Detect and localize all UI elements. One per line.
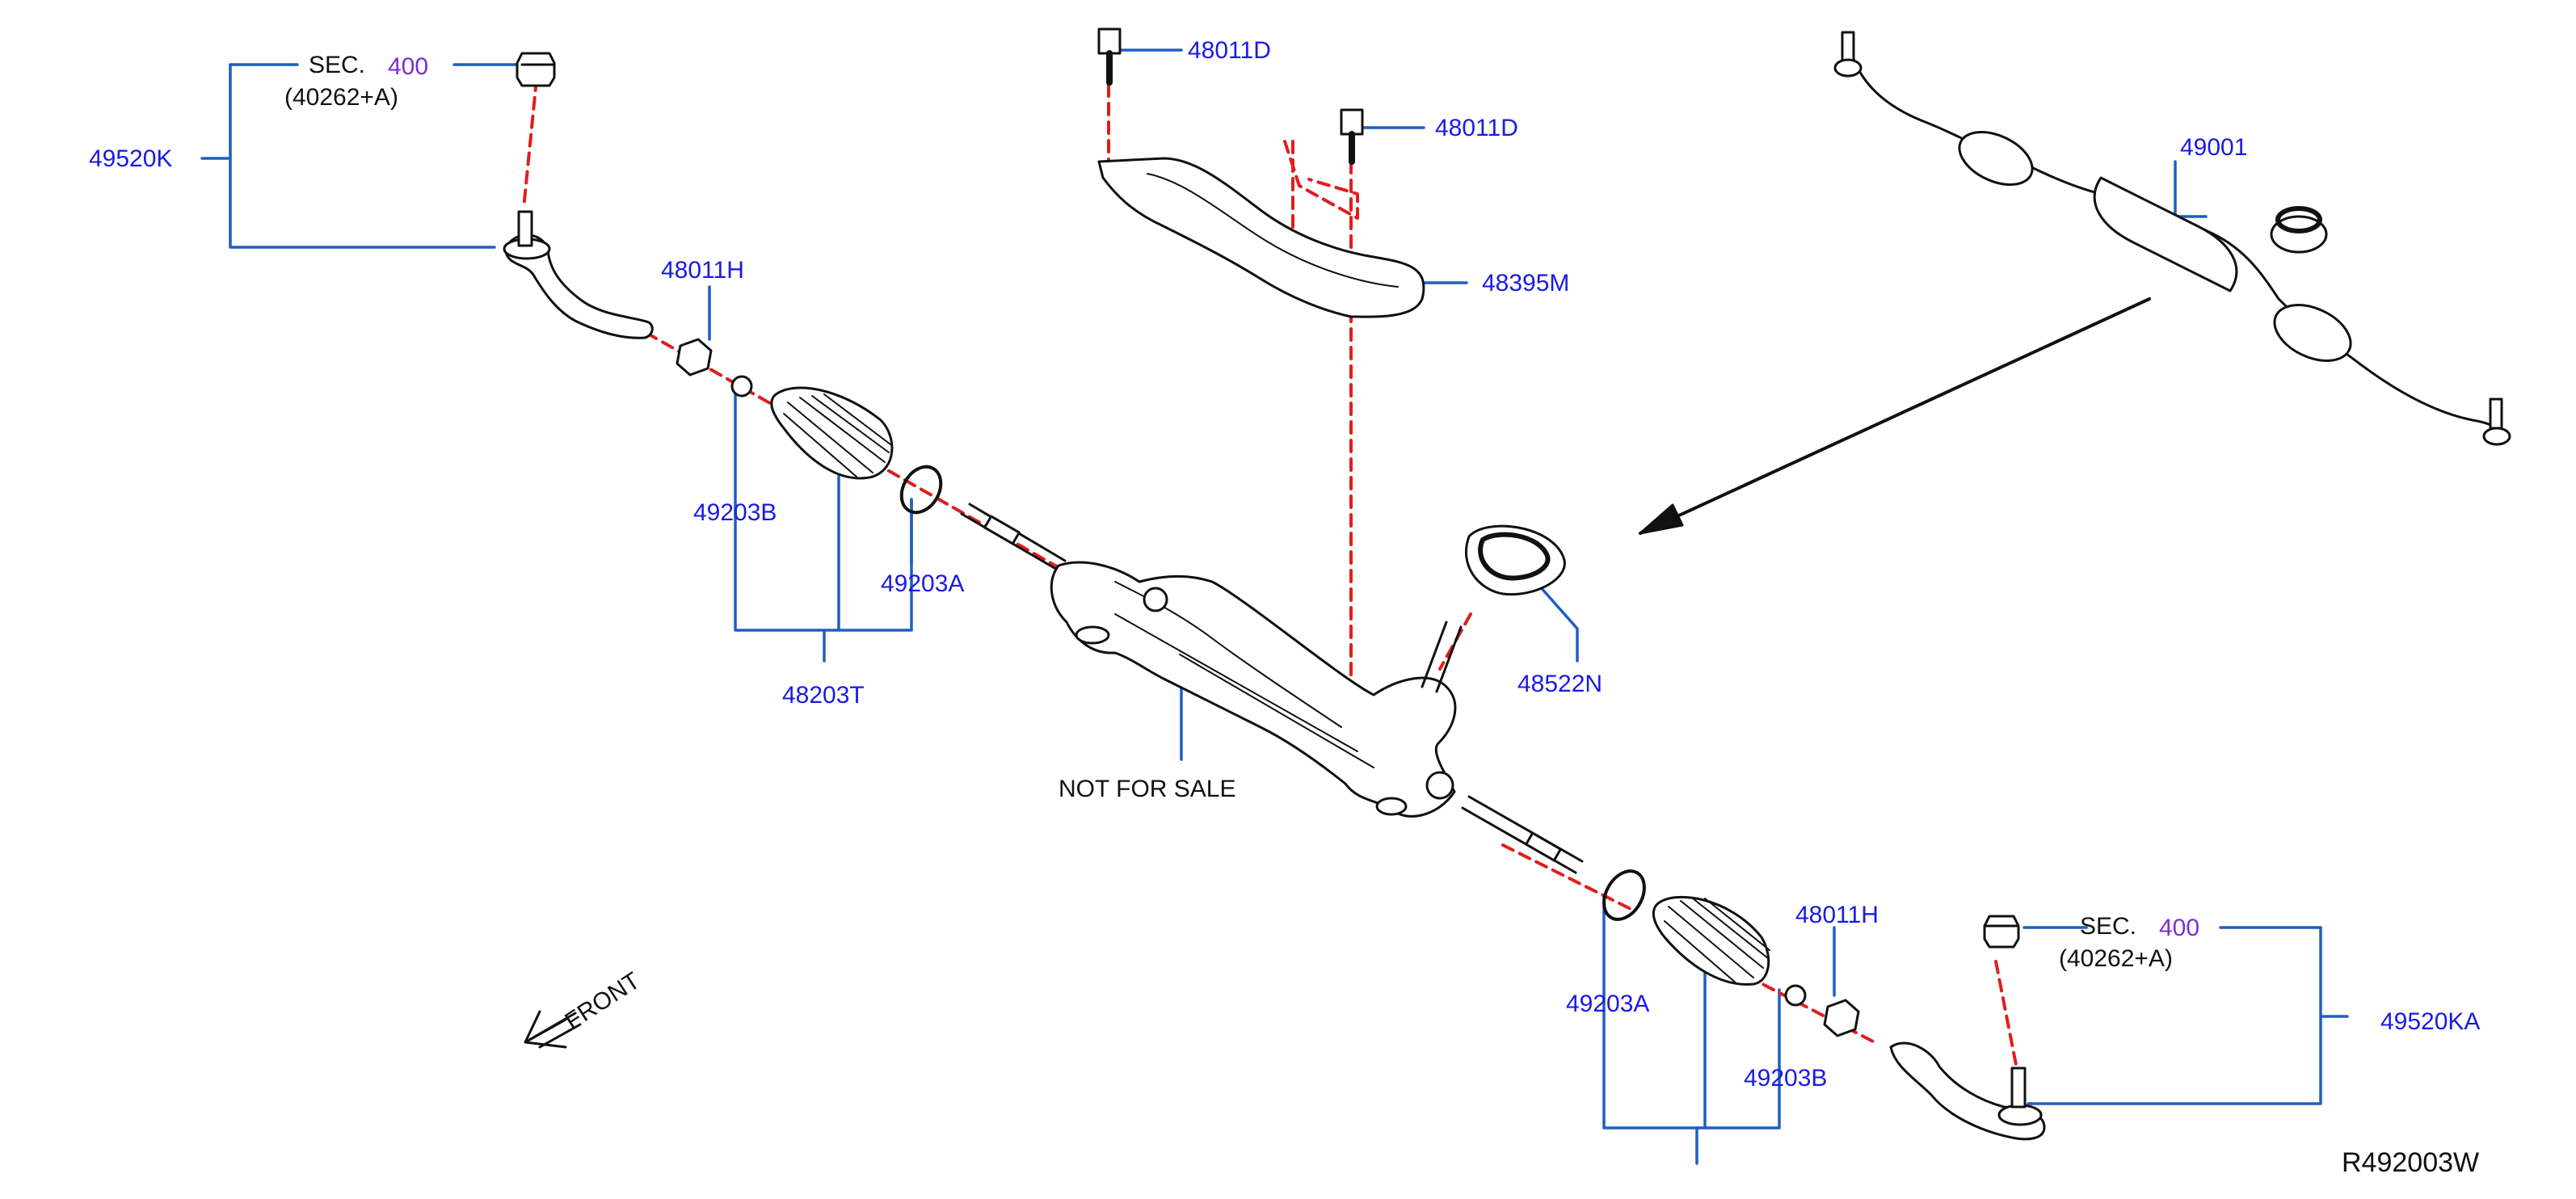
- label-49520ka: 49520KA: [2380, 1008, 2481, 1035]
- label-48203t: 48203T: [782, 682, 865, 709]
- label-48011d-a: 48011D: [1188, 37, 1271, 64]
- label-48011h-bot: 48011H: [1795, 902, 1879, 928]
- label-48395m: 48395M: [1482, 270, 1570, 297]
- parts-outline: [503, 27, 2511, 1141]
- label-48011d-b: 48011D: [1435, 115, 1518, 141]
- label-not-for-sale: NOT FOR SALE: [1059, 776, 1236, 802]
- label-sec-ref-top: (40262+A): [284, 84, 398, 111]
- label-400-top[interactable]: 400: [388, 53, 429, 80]
- label-49203b-top: 49203B: [693, 499, 777, 526]
- label-49203a-top: 49203A: [881, 570, 965, 597]
- label-sec-ref-bot: (40262+A): [2059, 945, 2173, 972]
- label-48522n: 48522N: [1517, 671, 1603, 697]
- diagram-reference-code: R492003W: [2342, 1147, 2480, 1178]
- label-49520k: 49520K: [89, 145, 173, 172]
- label-400-bot[interactable]: 400: [2159, 915, 2200, 941]
- label-sec-bot: SEC.: [2080, 913, 2137, 940]
- label-48011h-top: 48011H: [661, 257, 744, 284]
- label-49001: 49001: [2180, 134, 2248, 161]
- label-49203b-bot: 49203B: [1744, 1065, 1828, 1092]
- direction-arrow-icon: [1639, 297, 2151, 535]
- label-sec-top: SEC.: [309, 52, 366, 78]
- label-49203a-bot: 49203A: [1566, 991, 1650, 1017]
